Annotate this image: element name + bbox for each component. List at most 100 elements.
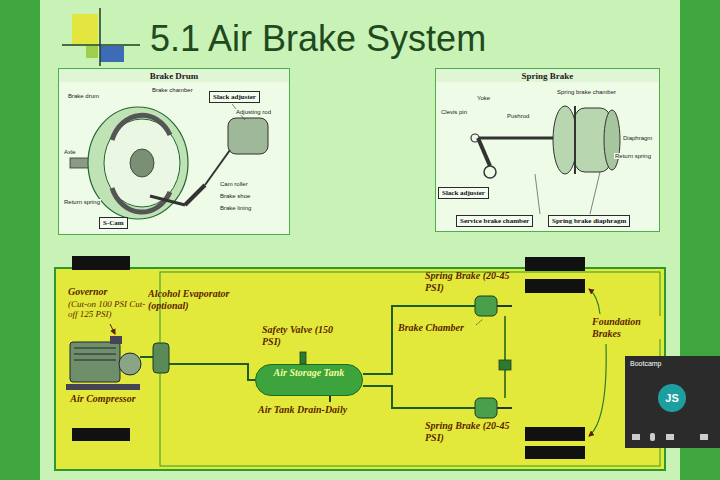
part-tag: S-Cam xyxy=(99,217,128,229)
valve-symbol xyxy=(329,396,331,402)
figure-panel: Brake DrumS-CamSlack adjusterBrake drumB… xyxy=(58,68,290,235)
redaction-box xyxy=(525,427,585,441)
callout-label: Governor xyxy=(68,286,148,298)
slide-background xyxy=(0,0,40,480)
video-tile: BootcampJS xyxy=(625,356,720,448)
slide-title: 5.1 Air Brake System xyxy=(150,18,486,60)
air-line xyxy=(363,306,425,374)
compressor-unit: Air Compressor xyxy=(62,335,144,405)
spring-brake-unit: Spring Brake (20-45 PSI) xyxy=(425,398,515,443)
callout-label: Safety Valve (150 PSI) xyxy=(262,324,342,347)
evaporator-drawing xyxy=(153,343,169,373)
foundation-arrow xyxy=(589,289,600,314)
part-label: Diaphragm xyxy=(622,135,653,141)
node-text: S-Cam xyxy=(103,219,124,227)
brake-drum-panel xyxy=(205,150,230,185)
part-label: Adjusting rod xyxy=(235,109,272,115)
spring-brake-panel xyxy=(590,172,600,214)
evaporator-drawing xyxy=(148,343,240,373)
spring-brake-panel xyxy=(435,68,660,82)
brake-drum-panel xyxy=(88,107,188,219)
node-text: Alcohol Evaporator (optional) xyxy=(148,288,240,311)
figure-panel: Spring BrakeSlack adjusterService brake … xyxy=(435,68,660,232)
part-label: Brake lining xyxy=(219,205,252,211)
compressor-drawing xyxy=(74,360,116,361)
part-label: Spring brake chamber xyxy=(556,89,617,95)
brake-drum-panel xyxy=(228,118,268,154)
avatar-initials: JS xyxy=(658,384,686,412)
video-tile xyxy=(650,433,655,441)
part-tag: Slack adjuster xyxy=(438,187,489,199)
brake-drum-panel xyxy=(130,149,154,177)
spring-brake-panel xyxy=(435,68,660,232)
node-text: Air Storage Tank xyxy=(268,367,350,379)
brake-chamber-drawing xyxy=(425,407,475,409)
brake-chamber-drawing xyxy=(497,305,512,307)
brake-chamber-drawing xyxy=(504,316,506,398)
spring-brake-unit: Spring Brake (20-45 PSI) xyxy=(425,270,515,318)
governor-leader xyxy=(110,324,115,334)
compressor-drawing xyxy=(74,354,116,355)
system-panel xyxy=(160,272,660,466)
part-tag: Spring brake diaphragm xyxy=(548,215,630,227)
spring-brake-panel xyxy=(484,166,496,178)
video-tile xyxy=(666,434,674,440)
valve-symbol xyxy=(300,352,306,364)
brake-chamber-drawing xyxy=(475,398,497,418)
air-line xyxy=(144,356,148,358)
redaction-box xyxy=(72,256,585,459)
brake-drum-panel xyxy=(185,185,205,205)
compressor-drawing xyxy=(110,336,122,344)
callout-label: (Cut-on 100 PSI Cut-off 125 PSI) xyxy=(68,299,148,320)
compressor-drawing xyxy=(70,342,120,382)
governor-leader xyxy=(110,324,115,334)
redaction-box xyxy=(72,256,130,270)
part-label: Brake drum xyxy=(67,93,100,99)
part-label: Yoke xyxy=(476,95,491,101)
compressor-drawing xyxy=(66,384,140,390)
video-tile xyxy=(632,434,640,440)
participant-name: Bootcamp xyxy=(630,360,662,367)
node-text: Brake Drum xyxy=(59,69,289,81)
brake-drum-panel xyxy=(58,68,290,235)
brake-drum-panel xyxy=(58,68,290,82)
compressor-drawing xyxy=(119,353,141,375)
node-text: Slack adjuster xyxy=(442,189,485,197)
logo-mark xyxy=(62,44,140,46)
evaporator-unit: Alcohol Evaporator (optional) xyxy=(148,288,240,378)
redaction-box xyxy=(525,257,585,271)
video-tile xyxy=(625,356,720,448)
logo-mark xyxy=(100,46,124,62)
node-text: Spring Brake (20-45 PSI) xyxy=(425,270,515,293)
evaporator-drawing xyxy=(148,356,153,358)
part-label: Brake chamber xyxy=(151,87,194,93)
node-text: Service brake chamber xyxy=(460,217,529,225)
spring-brake-panel xyxy=(604,110,620,170)
part-label: Return spring xyxy=(63,199,101,205)
system-panel xyxy=(55,268,665,470)
evaporator-drawing xyxy=(169,363,240,365)
callout-label: Air Tank Drain-Daily xyxy=(258,404,376,416)
callout-label: Foundation Brakes xyxy=(592,316,662,339)
spring-brake-panel xyxy=(574,106,576,174)
air-tank: Air Storage Tank xyxy=(255,364,363,396)
foundation-arrow xyxy=(589,289,606,436)
part-tag: Service brake chamber xyxy=(456,215,533,227)
brake-drum-panel xyxy=(112,115,170,140)
part-label: Cam roller xyxy=(219,181,249,187)
air-line xyxy=(240,364,255,380)
compressor-drawing xyxy=(140,356,144,358)
logo-mark xyxy=(86,46,98,58)
brake-drum-panel xyxy=(150,196,185,205)
node-text: Spring brake diaphragm xyxy=(552,217,626,225)
callout-label: Brake Chamber xyxy=(398,322,464,334)
redaction-box xyxy=(72,428,130,441)
node-text: Spring Brake xyxy=(436,69,659,81)
node-text: Spring Brake (20-45 PSI) xyxy=(425,420,515,443)
node-text: Air Compressor xyxy=(62,393,144,405)
brake-chamber-drawing xyxy=(499,360,511,370)
part-label: Brake shoe xyxy=(219,193,251,199)
part-label: Axle xyxy=(63,149,77,155)
node-text: Slack adjuster xyxy=(213,93,256,101)
